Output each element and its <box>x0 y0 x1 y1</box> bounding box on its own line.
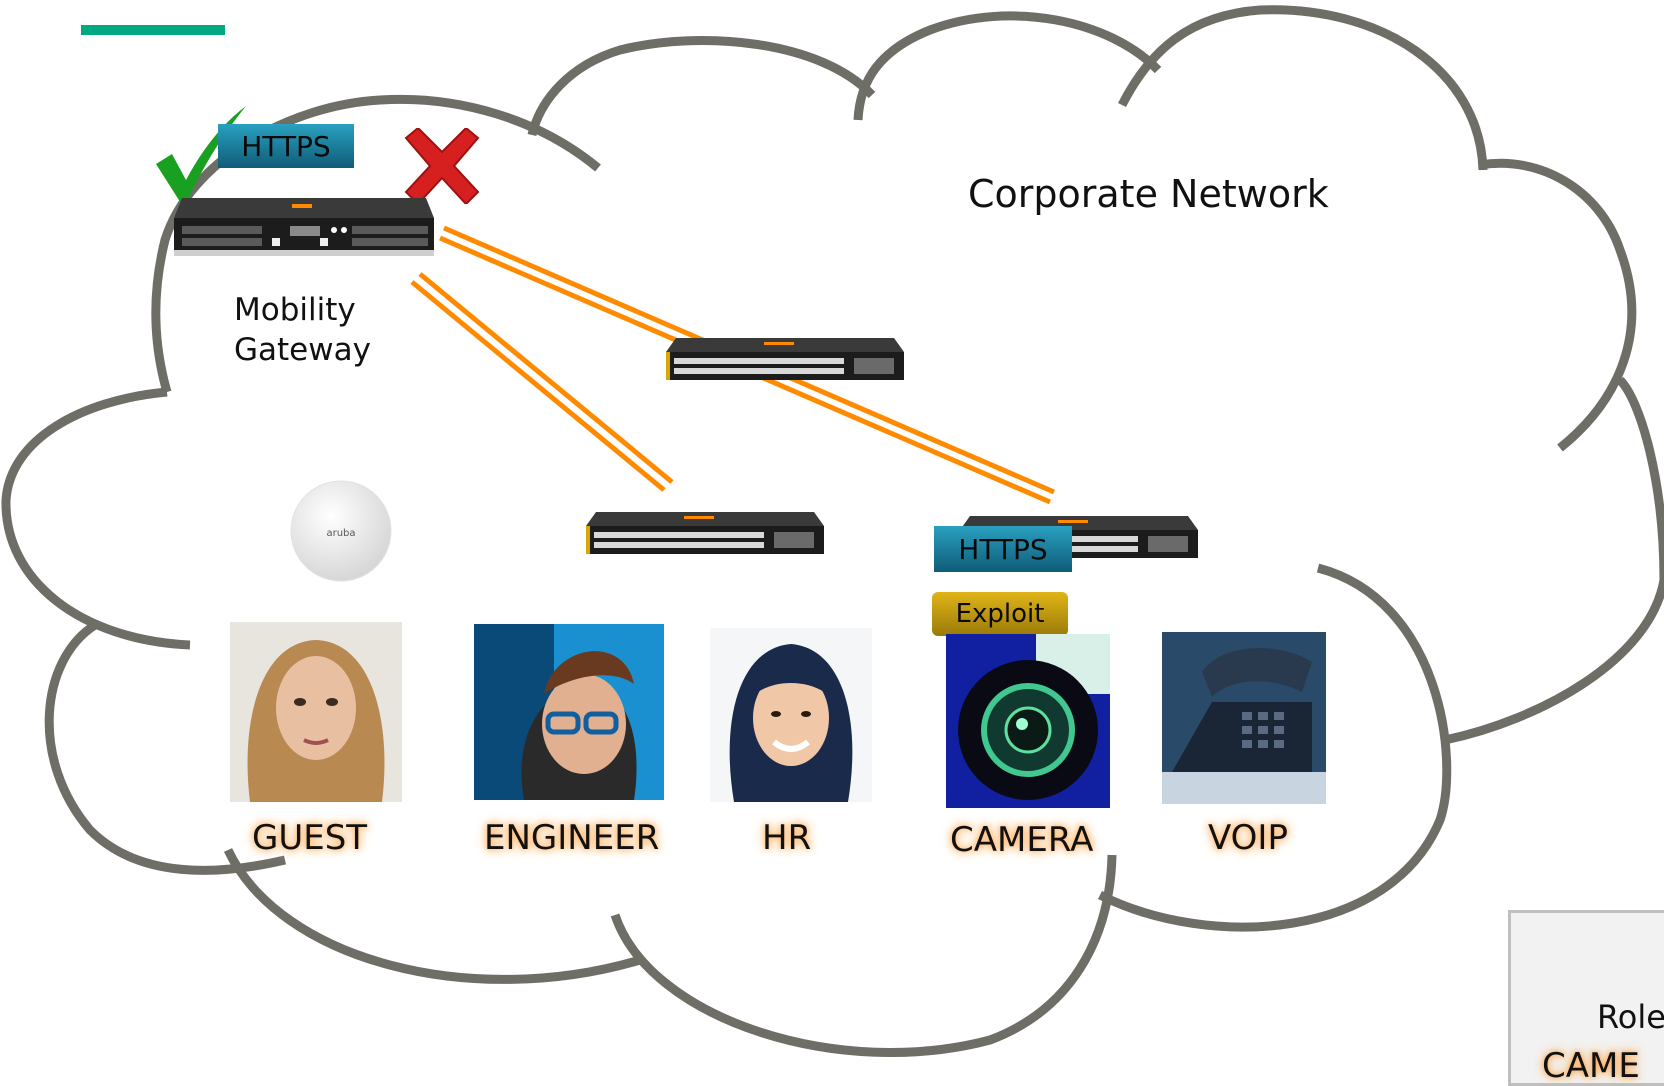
role-label-voip: VOIP <box>1208 818 1288 858</box>
role-card-label: Role <box>1597 998 1664 1036</box>
hr-portrait <box>710 628 872 802</box>
voip-portrait <box>1162 632 1326 804</box>
mobility-gateway-label-line2: Gateway <box>234 332 371 368</box>
https-badge-gateway: HTTPS <box>218 124 354 168</box>
mobility-gateway-label-line1: Mobility <box>234 292 356 328</box>
role-label-guest: GUEST <box>252 818 368 858</box>
engineer-portrait <box>474 624 664 800</box>
tunnel-to-access-switch-line-a <box>410 280 666 492</box>
role-label-camera: CAMERA <box>950 820 1094 860</box>
access-point-brand: aruba <box>326 528 355 539</box>
role-card-value: CAME <box>1542 1046 1640 1086</box>
role-card <box>1508 910 1664 1086</box>
role-label-engineer: ENGINEER <box>484 818 660 858</box>
cross-icon <box>404 128 480 204</box>
role-label-hr: HR <box>762 818 812 858</box>
exploit-badge: Exploit <box>932 592 1068 636</box>
switch-icon <box>586 512 824 554</box>
access-point-icon: aruba <box>290 480 392 582</box>
https-badge-camera: HTTPS <box>934 526 1072 572</box>
cloud-title: Corporate Network <box>968 172 1329 216</box>
tunnel-to-access-switch-line-b <box>418 272 674 484</box>
switch-icon <box>666 338 904 380</box>
guest-portrait <box>230 622 402 802</box>
mobility-gateway-device <box>174 198 434 256</box>
mobility-gateway-label: Mobility Gateway <box>234 290 371 370</box>
camera-portrait <box>946 634 1110 808</box>
